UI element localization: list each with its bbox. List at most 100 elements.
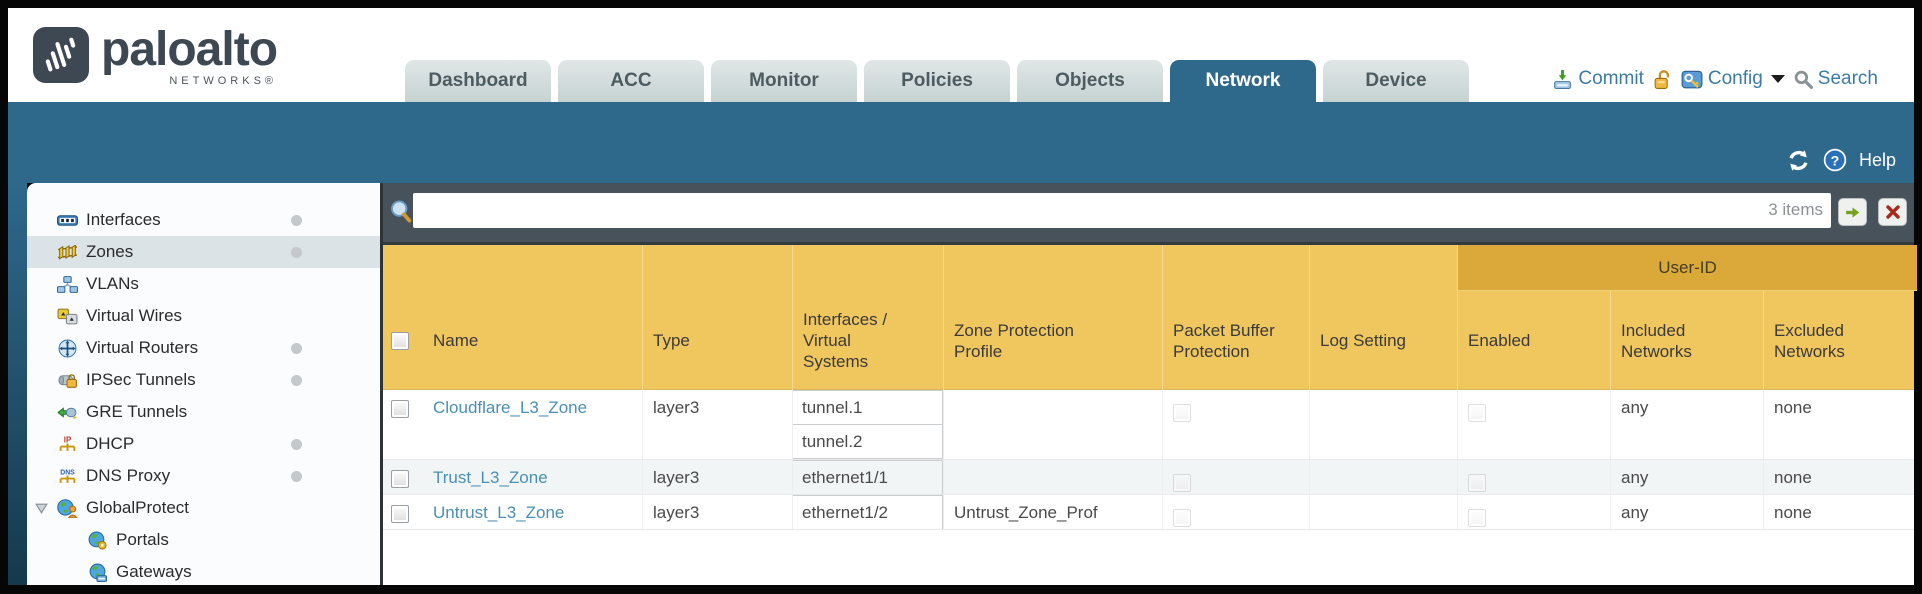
zone-name-link[interactable]: Cloudflare_L3_Zone: [433, 398, 588, 417]
row-checkbox[interactable]: [391, 469, 409, 488]
zone-protection-cell: Untrust_Zone_Prof: [944, 495, 1163, 529]
table-row-cloudflare: Cloudflare_L3_Zone layer3 tunnel.1 tunne…: [383, 390, 1914, 460]
table-row-trust: Trust_L3_Zone layer3 ethernet1/1 any non…: [383, 460, 1914, 495]
gateways-icon: [85, 563, 109, 582]
network-sidebar: Interfaces Zones VLANs Virtual Wires Vir…: [27, 183, 380, 585]
header-utilities: Commit Config Search: [1552, 68, 1878, 90]
apply-filter-button[interactable]: [1838, 198, 1867, 226]
sidebar-item-vlans[interactable]: VLANs: [27, 268, 380, 300]
filter-input[interactable]: [413, 193, 1831, 228]
virtual-routers-icon: [55, 339, 79, 358]
page-band: ? Help: [8, 102, 1914, 183]
tab-dashboard[interactable]: Dashboard: [405, 60, 551, 102]
sidebar-item-virtual-wires[interactable]: Virtual Wires: [27, 300, 380, 332]
tab-network[interactable]: Network: [1170, 60, 1316, 102]
ipsec-tunnels-icon: [55, 372, 79, 389]
sidebar-item-label: VLANs: [86, 274, 139, 293]
interfaces-icon: [55, 213, 79, 228]
status-dot: [291, 374, 302, 386]
clear-filter-button[interactable]: [1878, 198, 1907, 226]
excluded-networks-cell: none: [1774, 398, 1812, 417]
table-body: Cloudflare_L3_Zone layer3 tunnel.1 tunne…: [383, 390, 1914, 530]
tab-device[interactable]: Device: [1323, 60, 1469, 102]
row-checkbox[interactable]: [391, 399, 409, 418]
commit-button[interactable]: Commit: [1552, 68, 1644, 90]
commit-label: Commit: [1578, 68, 1644, 89]
column-header-log-setting[interactable]: Log Setting: [1310, 245, 1458, 390]
sidebar-item-gateways[interactable]: Gateways: [27, 556, 380, 585]
sidebar-item-label: DHCP: [86, 434, 135, 453]
zone-name-link[interactable]: Untrust_L3_Zone: [433, 503, 565, 522]
sidebar-item-ipsec-tunnels[interactable]: IPSec Tunnels: [27, 364, 380, 396]
portals-icon: [85, 531, 109, 550]
expand-caret-icon[interactable]: [35, 503, 52, 514]
column-label: Type: [653, 331, 690, 350]
interface-cell: ethernet1/1: [793, 460, 943, 494]
interface-cell: tunnel.2: [793, 424, 943, 459]
tab-policies[interactable]: Policies: [864, 60, 1010, 102]
zone-name-link[interactable]: Trust_L3_Zone: [433, 468, 548, 487]
svg-text:IP: IP: [63, 435, 70, 444]
sidebar-item-label: Virtual Routers: [86, 338, 199, 357]
table-row-untrust: Untrust_L3_Zone layer3 ethernet1/2 Untru…: [383, 495, 1914, 530]
tab-objects[interactable]: Objects: [1017, 60, 1163, 102]
config-dropdown-caret: [1770, 75, 1785, 83]
sidebar-item-portals[interactable]: Portals: [27, 524, 380, 556]
sidebar-item-zones[interactable]: Zones: [27, 236, 380, 268]
tab-monitor[interactable]: Monitor: [711, 60, 857, 102]
refresh-icon[interactable]: [1786, 149, 1811, 172]
select-all-checkbox[interactable]: [391, 331, 409, 350]
sidebar-item-dhcp[interactable]: IP DHCP: [27, 428, 380, 460]
svg-text:?: ?: [1831, 153, 1840, 169]
red-x-icon: [1885, 205, 1900, 219]
sidebar-item-label: Virtual Wires: [86, 306, 183, 325]
column-header-excluded-networks[interactable]: Excluded Networks: [1764, 245, 1917, 390]
zone-protection-cell: [944, 460, 1163, 494]
row-checkbox[interactable]: [391, 504, 409, 523]
sidebar-item-gre-tunnels[interactable]: GRE Tunnels: [27, 396, 380, 428]
included-networks-cell: any: [1611, 460, 1764, 494]
zone-type-cell: layer3: [643, 390, 793, 459]
log-setting-cell: [1310, 460, 1458, 494]
search-label: Search: [1817, 68, 1878, 89]
sidebar-item-dns-proxy[interactable]: DNS DNS Proxy: [27, 460, 380, 492]
sidebar-item-label: GlobalProtect: [86, 498, 189, 517]
vlans-icon: [55, 275, 79, 293]
included-networks-cell: any: [1611, 390, 1764, 459]
filter-search-icon[interactable]: [389, 199, 413, 223]
status-dot: [291, 342, 302, 354]
column-header-type[interactable]: Type: [643, 245, 793, 390]
column-header-name[interactable]: Name: [423, 245, 643, 390]
config-menu-button[interactable]: Config: [1681, 68, 1785, 90]
log-setting-cell: [1310, 495, 1458, 529]
tab-acc[interactable]: ACC: [558, 60, 704, 102]
column-header-packet-buffer-protection[interactable]: Packet Buffer Protection: [1163, 245, 1310, 390]
sidebar-item-virtual-routers[interactable]: Virtual Routers: [27, 332, 380, 364]
table-header: Name Type Interfaces / Virtual Systems Z…: [383, 242, 1917, 390]
column-label: Excluded Networks: [1774, 320, 1845, 361]
help-label: Help: [1858, 149, 1896, 170]
status-dot: [291, 246, 302, 258]
status-dot: [291, 470, 302, 482]
column-header-interfaces[interactable]: Interfaces / Virtual Systems: [793, 245, 944, 390]
virtual-wires-icon: [55, 308, 79, 325]
config-label: Config: [1707, 68, 1763, 89]
log-setting-cell: [1310, 390, 1458, 459]
column-header-user-id-enabled[interactable]: Enabled: [1458, 245, 1611, 390]
search-button[interactable]: Search: [1794, 68, 1878, 90]
column-header-zone-protection-profile[interactable]: Zone Protection Profile: [944, 245, 1163, 390]
sidebar-item-interfaces[interactable]: Interfaces: [27, 204, 380, 236]
column-label: Interfaces / Virtual Systems: [803, 310, 888, 371]
sidebar-item-globalprotect[interactable]: GlobalProtect: [27, 492, 380, 524]
zone-protection-cell: [944, 390, 1163, 459]
sidebar-item-label: IPSec Tunnels: [86, 370, 196, 389]
sidebar-item-label: DNS Proxy: [86, 466, 171, 485]
packet-buffer-checkbox: [1173, 473, 1191, 492]
lock-icon[interactable]: [1653, 69, 1672, 90]
help-icon[interactable]: ?: [1823, 148, 1847, 172]
excluded-networks-cell: none: [1774, 468, 1812, 487]
column-label: Name: [433, 331, 479, 350]
filter-bar: 3 items: [383, 183, 1914, 242]
column-header-included-networks[interactable]: Included Networks: [1611, 245, 1764, 390]
main-tabs: Dashboard ACC Monitor Policies Objects N…: [405, 60, 1469, 102]
